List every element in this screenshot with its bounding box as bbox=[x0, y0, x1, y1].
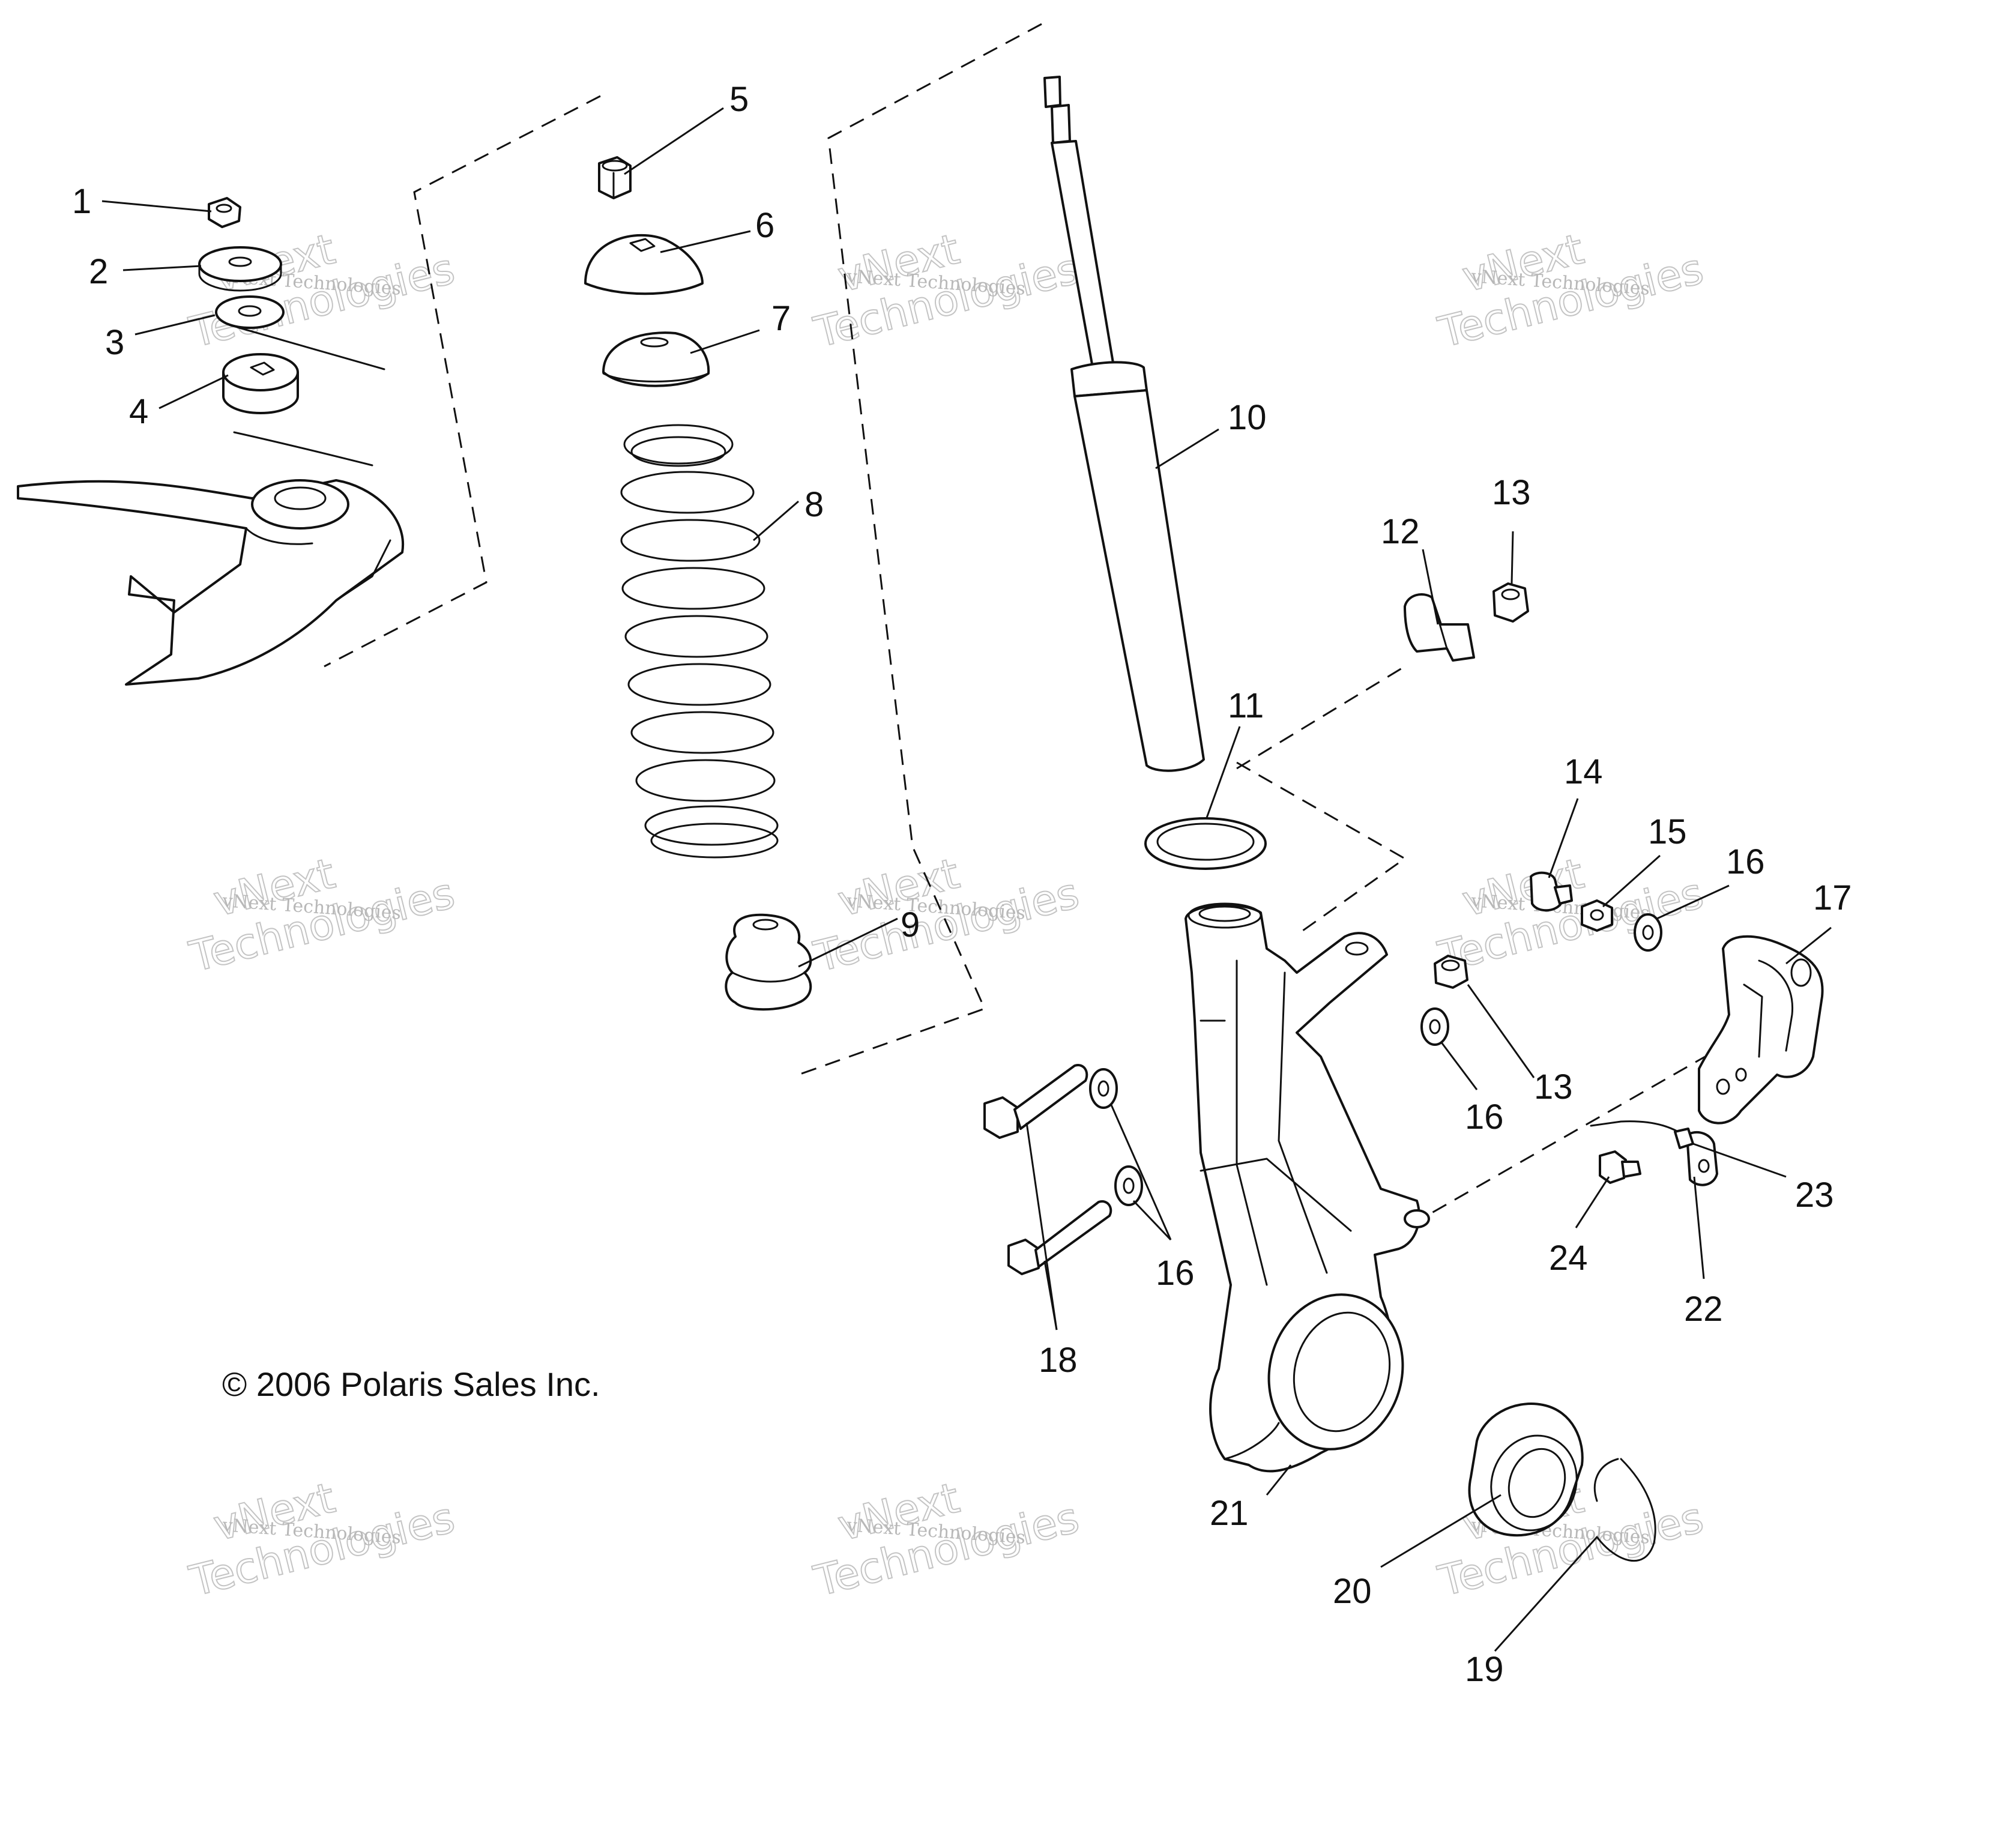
leader-21 bbox=[1266, 1464, 1292, 1496]
part-cup-6 bbox=[584, 234, 704, 295]
part-washer-16b bbox=[1420, 1007, 1449, 1046]
callout-21: 21 bbox=[1210, 1494, 1249, 1533]
part-nut-13a bbox=[1492, 582, 1529, 623]
part-nut-13b bbox=[1434, 955, 1468, 989]
callout-16c: 16 bbox=[1156, 1254, 1195, 1293]
dashed-guide-brake bbox=[1410, 1055, 1706, 1226]
part-oring-11 bbox=[1144, 817, 1267, 870]
part-cap-7 bbox=[602, 331, 710, 387]
leader-4 bbox=[158, 374, 229, 409]
leader-8 bbox=[753, 500, 799, 542]
assembly-guides bbox=[324, 23, 1706, 1226]
leader-19 bbox=[1494, 1536, 1598, 1652]
callout-14: 14 bbox=[1564, 752, 1603, 791]
callout-16a: 16 bbox=[1726, 842, 1765, 881]
part-bearing-20 bbox=[1468, 1403, 1584, 1537]
callout-8: 8 bbox=[804, 485, 824, 524]
dashed-box-upper-mount bbox=[324, 95, 601, 668]
leader-6 bbox=[660, 230, 751, 253]
leader-18a bbox=[1025, 1122, 1058, 1330]
dashed-guide-clip bbox=[1236, 665, 1405, 770]
leader-2 bbox=[122, 265, 202, 271]
callout-10: 10 bbox=[1228, 398, 1267, 437]
part-washer-16d bbox=[1114, 1165, 1143, 1206]
leader-11 bbox=[1206, 726, 1241, 818]
leader-10 bbox=[1155, 428, 1219, 470]
part-washer-16c bbox=[1089, 1068, 1118, 1109]
leader-24 bbox=[1575, 1176, 1610, 1228]
dashed-box-spring bbox=[798, 23, 1042, 1076]
leader-22 bbox=[1693, 1176, 1705, 1279]
part-sensor-22 bbox=[1686, 1131, 1718, 1186]
part-shock-10 bbox=[1043, 76, 1205, 772]
leader-16d bbox=[1132, 1200, 1172, 1241]
part-bolt-18a bbox=[983, 1064, 1088, 1139]
callout-19: 19 bbox=[1465, 1650, 1504, 1689]
callout-4: 4 bbox=[129, 392, 148, 431]
part-clip-12 bbox=[1404, 593, 1475, 662]
dashed-guide-knuckle bbox=[1236, 761, 1407, 932]
callout-20: 20 bbox=[1333, 1572, 1372, 1611]
part-bolt-18b bbox=[1007, 1200, 1112, 1275]
leader-1 bbox=[101, 200, 212, 213]
leader-12 bbox=[1422, 549, 1439, 625]
callout-23: 23 bbox=[1795, 1176, 1834, 1215]
part-snap-ring-19 bbox=[1593, 1458, 1656, 1562]
callout-24: 24 bbox=[1549, 1239, 1588, 1278]
callout-13b: 13 bbox=[1534, 1067, 1573, 1107]
leader-14 bbox=[1548, 798, 1579, 878]
part-bushing-4 bbox=[222, 353, 299, 414]
part-spring-8 bbox=[620, 424, 779, 859]
part-washer-2 bbox=[198, 246, 282, 292]
callout-5: 5 bbox=[729, 80, 749, 119]
callout-9: 9 bbox=[901, 905, 920, 944]
leader-5 bbox=[624, 107, 724, 175]
part-nut-1 bbox=[208, 197, 241, 228]
part-caliper-17 bbox=[1698, 935, 1824, 1125]
leader-16a bbox=[1656, 884, 1730, 920]
leader-17 bbox=[1785, 926, 1832, 965]
leader-13a bbox=[1510, 531, 1514, 584]
part-bump-stop-9 bbox=[725, 913, 812, 1011]
leader-15 bbox=[1602, 854, 1661, 908]
callout-16b: 16 bbox=[1465, 1098, 1504, 1137]
callout-12: 12 bbox=[1381, 512, 1420, 551]
leader-lines bbox=[101, 107, 1832, 1652]
callout-6: 6 bbox=[755, 206, 774, 245]
callouts: 1 2 3 4 5 6 7 8 9 10 11 12 13 13 14 15 1… bbox=[72, 80, 1852, 1689]
part-bolt-14 bbox=[1530, 871, 1573, 912]
part-bolt-24 bbox=[1599, 1150, 1641, 1184]
leader-16c bbox=[1109, 1103, 1172, 1240]
callout-13a: 13 bbox=[1492, 473, 1531, 512]
callout-17: 17 bbox=[1813, 878, 1852, 917]
leader-23 bbox=[1692, 1143, 1787, 1178]
leader-20 bbox=[1380, 1494, 1501, 1568]
part-nut-5 bbox=[598, 156, 632, 199]
callout-18: 18 bbox=[1039, 1341, 1078, 1380]
callout-7: 7 bbox=[771, 299, 791, 338]
leader-3 bbox=[134, 314, 216, 336]
leader-7 bbox=[690, 329, 760, 354]
copyright-notice: © 2006 Polaris Sales Inc. bbox=[222, 1365, 600, 1403]
part-wire-23 bbox=[1590, 1120, 1694, 1149]
part-knuckle-21 bbox=[1185, 902, 1430, 1473]
callout-3: 3 bbox=[105, 323, 124, 362]
callout-11: 11 bbox=[1228, 686, 1264, 725]
callout-1: 1 bbox=[72, 182, 91, 221]
leader-9 bbox=[798, 917, 898, 968]
part-washer-16a bbox=[1634, 913, 1662, 952]
part-washer-3 bbox=[215, 295, 285, 329]
part-nut-15 bbox=[1581, 899, 1613, 932]
part-frame-bracket bbox=[17, 326, 405, 686]
leader-13b bbox=[1467, 984, 1535, 1078]
callout-2: 2 bbox=[89, 252, 108, 291]
leader-18b bbox=[1043, 1260, 1058, 1330]
callout-15: 15 bbox=[1648, 812, 1687, 851]
leader-16b bbox=[1440, 1041, 1478, 1090]
callout-22: 22 bbox=[1684, 1290, 1723, 1329]
